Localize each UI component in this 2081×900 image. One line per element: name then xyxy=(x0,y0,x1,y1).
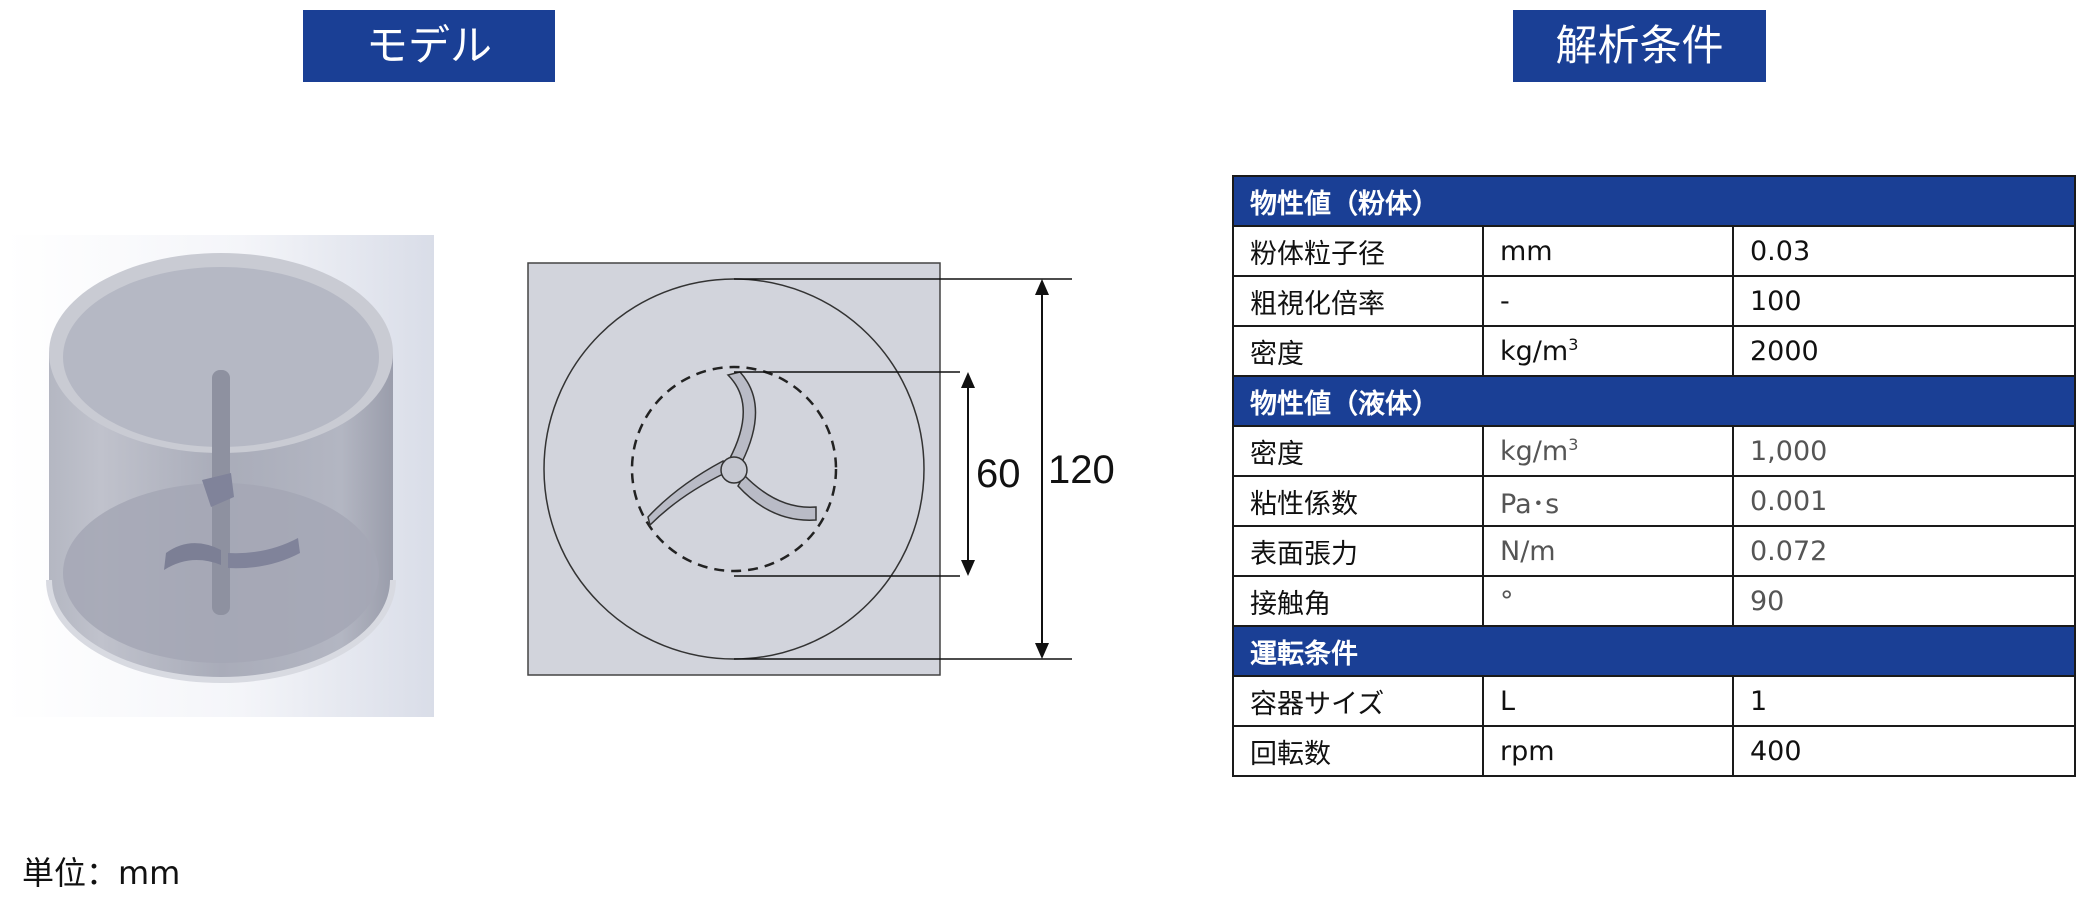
table-row: 粗視化倍率- 100 xyxy=(1232,275,2076,327)
impeller-blades-top xyxy=(647,371,817,527)
param-unit-text: kg/m xyxy=(1500,335,1569,367)
param-value: 0.03 xyxy=(1732,225,2076,277)
table-row: 粉体粒子径 mm 0.03 xyxy=(1232,225,2076,277)
section-title: 運転条件 xyxy=(1232,625,2076,677)
impeller-blade xyxy=(164,543,221,570)
param-unit-text: ° xyxy=(1500,585,1514,617)
param-unit-text: mm xyxy=(1500,235,1553,267)
table-row: 容器サイズ L 1 xyxy=(1232,675,2076,727)
param-name: 表面張力 xyxy=(1232,525,1484,577)
param-unit: - xyxy=(1482,275,1734,327)
conditions-header: 解析条件 xyxy=(1513,10,1766,82)
param-value: 1 xyxy=(1732,675,2076,727)
outer-dimension-line xyxy=(1035,279,1049,659)
param-unit: ° xyxy=(1482,575,1734,627)
top-view-drawing: 60 120 xyxy=(527,262,1115,676)
param-unit-text: rpm xyxy=(1500,735,1555,767)
param-unit: kg/m3 xyxy=(1482,325,1734,377)
section-header-row: 物性値（液体） xyxy=(1232,375,2076,427)
section-title: 物性値（粉体） xyxy=(1232,175,2076,227)
inner-dimension-line xyxy=(961,372,975,576)
vessel-3d-view xyxy=(6,235,434,717)
param-unit: Pa･s xyxy=(1482,475,1734,527)
vessel-base-edge xyxy=(46,579,396,683)
model-header: モデル xyxy=(303,10,555,82)
section-header-row: 物性値（粉体） xyxy=(1232,175,2076,227)
param-unit-text: L xyxy=(1500,685,1516,717)
table-row: 粘性係数 Pa･s 0.001 xyxy=(1232,475,2076,527)
param-unit: kg/m3 xyxy=(1482,425,1734,477)
param-unit-superscript: 3 xyxy=(1568,334,1579,354)
table-row: 表面張力 N/m 0.072 xyxy=(1232,525,2076,577)
param-name: 密度 xyxy=(1232,325,1484,377)
param-unit: L xyxy=(1482,675,1734,727)
param-name: 回転数 xyxy=(1232,725,1484,777)
param-value: 400 xyxy=(1732,725,2076,777)
param-unit-text: - xyxy=(1500,285,1510,317)
param-name: 密度 xyxy=(1232,425,1484,477)
table-row: 接触角 ° 90 xyxy=(1232,575,2076,627)
param-name: 粘性係数 xyxy=(1232,475,1484,527)
param-value: 0.072 xyxy=(1732,525,2076,577)
param-name: 粉体粒子径 xyxy=(1232,225,1484,277)
inner-dimension-label: 60 xyxy=(976,452,1021,496)
param-unit-text: N/m xyxy=(1500,535,1556,567)
impeller-blade xyxy=(202,473,234,507)
param-unit: rpm xyxy=(1482,725,1734,777)
param-unit-superscript: 3 xyxy=(1568,434,1579,454)
param-unit-text: Pa･s xyxy=(1500,488,1560,520)
param-unit-text: kg/m xyxy=(1500,435,1569,467)
param-unit: mm xyxy=(1482,225,1734,277)
section-title: 物性値（液体） xyxy=(1232,375,2076,427)
param-name: 容器サイズ xyxy=(1232,675,1484,727)
impeller-blade xyxy=(228,538,300,569)
param-name: 接触角 xyxy=(1232,575,1484,627)
vessel-top-opening xyxy=(63,267,379,447)
param-name: 粗視化倍率 xyxy=(1232,275,1484,327)
impeller-sweep-circle xyxy=(630,365,838,573)
section-header-row: 運転条件 xyxy=(1232,625,2076,677)
param-unit: N/m xyxy=(1482,525,1734,577)
unit-note: 単位：mm xyxy=(22,854,181,892)
param-value: 100 xyxy=(1732,275,2076,327)
param-value: 90 xyxy=(1732,575,2076,627)
shaft-hub xyxy=(720,456,748,484)
outer-dimension-label: 120 xyxy=(1048,448,1115,492)
param-value: 2000 xyxy=(1732,325,2076,377)
table-row: 回転数 rpm 400 xyxy=(1232,725,2076,777)
param-value: 1,000 xyxy=(1732,425,2076,477)
param-value: 0.001 xyxy=(1732,475,2076,527)
